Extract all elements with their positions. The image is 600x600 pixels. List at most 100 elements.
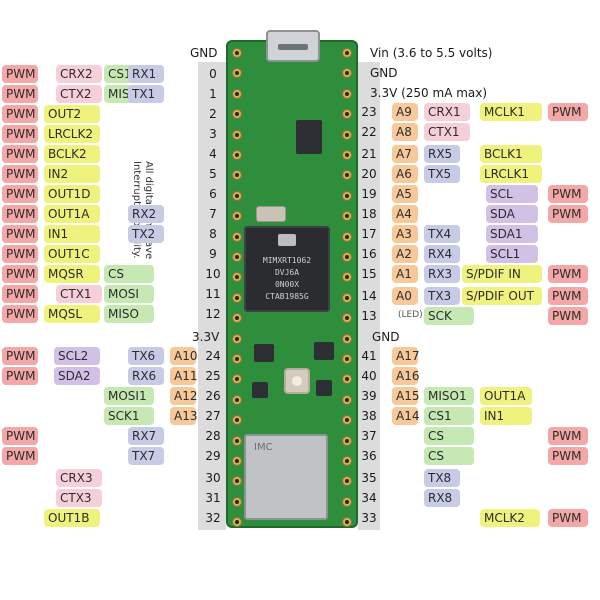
pin-number-13: 13 — [361, 309, 377, 323]
pin-number-21: 21 — [361, 147, 377, 161]
pin-hole — [342, 476, 352, 487]
pin-24-scl2-label: SCL2 — [54, 347, 100, 365]
pin-5-pwm-label: PWM — [2, 165, 38, 183]
pin-17-a3-label: A3 — [392, 225, 418, 243]
pin-hole — [342, 456, 352, 466]
pin-number-5: 5 — [209, 167, 217, 181]
pin-37-cs-label: CS — [424, 427, 474, 445]
pin-33-pwm-label: PWM — [548, 509, 588, 527]
pin-hole — [342, 496, 352, 507]
pin-number-39: 39 — [361, 389, 377, 403]
pin-hole — [232, 272, 242, 283]
pin-number-4: 4 — [209, 147, 217, 161]
pin-23-crx1-label: CRX1 — [424, 103, 470, 121]
pin-hole — [342, 170, 352, 181]
pin-number-12: 12 — [205, 307, 221, 321]
smd-component — [296, 120, 322, 154]
pin-27-a13-label: A13 — [170, 407, 197, 425]
pin-hole — [232, 109, 242, 120]
pin-15-a1-label: A1 — [392, 265, 418, 283]
pin-1-ctx2-label: CTX2 — [56, 85, 102, 103]
pin-11-ctx1-label: CTX1 — [56, 285, 102, 303]
pin-number-24: 24 — [205, 349, 221, 363]
pin-number-28: 28 — [205, 429, 221, 443]
pin-number-40: 40 — [361, 369, 377, 383]
pin-21-bclk1-label: BCLK1 — [480, 145, 542, 163]
pin-hole — [342, 292, 352, 303]
pin-number-14: 14 — [361, 289, 377, 303]
pin-hole — [232, 517, 242, 528]
pin-17-tx4-label: TX4 — [424, 225, 460, 243]
pin-hole — [232, 333, 242, 344]
pin-hole — [232, 68, 242, 79]
pin-32-out1b-label: OUT1B — [44, 509, 100, 527]
pin-35-tx8-label: TX8 — [424, 469, 460, 487]
pin-25-a11-label: A11 — [170, 367, 197, 385]
pin-0-crx2-label: CRX2 — [56, 65, 102, 83]
pin-38-in1-label: IN1 — [480, 407, 532, 425]
pin-number-7: 7 — [209, 207, 217, 221]
pin-14-pwm-label: PWM — [548, 287, 588, 305]
pin-10-pwm-label: PWM — [2, 265, 38, 283]
pin-number-10: 10 — [205, 267, 221, 281]
pin-hole — [342, 272, 352, 283]
pin-38-a14-label: A14 — [392, 407, 419, 425]
pin-8-pwm-label: PWM — [2, 225, 38, 243]
sd-label: IMC — [254, 442, 273, 453]
pin-number-8: 8 — [209, 227, 217, 241]
chip-text-line2: DVJ6A — [274, 268, 300, 277]
program-button — [284, 368, 310, 394]
pin-hole — [232, 354, 242, 364]
pin-number-31: 31 — [205, 491, 221, 505]
pin-19-a5-label: A5 — [392, 185, 418, 203]
pin-hole — [342, 109, 352, 120]
smd-component — [314, 342, 334, 360]
pin-hole — [342, 415, 352, 426]
pin-37-pwm-label: PWM — [548, 427, 588, 445]
pin-3-lrclk2-label: LRCLK2 — [44, 125, 100, 143]
pin-hole — [232, 190, 242, 201]
pin-12-miso-label: MISO — [104, 305, 154, 323]
pin-0-pwm-label: PWM — [2, 65, 38, 83]
pin-2-out2-label: OUT2 — [44, 105, 100, 123]
left-number-column — [198, 62, 226, 530]
pin-19-pwm-label: PWM — [548, 185, 588, 203]
pin-number-18: 18 — [361, 207, 377, 221]
pin-number-25: 25 — [205, 369, 221, 383]
pin-10-cs-label: CS — [104, 265, 154, 283]
pin-hole — [232, 456, 242, 466]
pin-number-9: 9 — [209, 247, 217, 261]
pin-40-a16-label: A16 — [392, 367, 419, 385]
pin-12-pwm-label: PWM — [2, 305, 38, 323]
vin-label: Vin (3.6 to 5.5 volts) — [370, 46, 493, 60]
pin-23-a9-label: A9 — [392, 103, 418, 121]
pin-18-a4-label: A4 — [392, 205, 418, 223]
pin-24-pwm-label: PWM — [2, 347, 38, 365]
pin-29-pwm-label: PWM — [2, 447, 38, 465]
pin-hole — [342, 333, 352, 344]
pin-36-pwm-label: PWM — [548, 447, 588, 465]
pin-number-1: 1 — [209, 87, 217, 101]
pin-hole — [232, 394, 242, 405]
pin-hole — [342, 88, 352, 99]
pin-hole — [232, 496, 242, 507]
chip-text-line1: MIMXRT1062 — [262, 256, 312, 265]
pin-hole — [342, 231, 352, 242]
pin-24-a10-label: A10 — [170, 347, 197, 365]
pin-hole — [232, 231, 242, 242]
gnd-top-label: GND — [190, 46, 218, 60]
pin-14-tx3-label: TX3 — [424, 287, 460, 305]
pin-hole — [232, 252, 242, 262]
pin-5-in2-label: IN2 — [44, 165, 100, 183]
pin-hole — [232, 150, 242, 160]
pin-number-17: 17 — [361, 227, 377, 241]
pin-30-crx3-label: CRX3 — [56, 469, 102, 487]
pin-20-a6-label: A6 — [392, 165, 418, 183]
pin-number-15: 15 — [361, 267, 377, 281]
pin-15-pwm-label: PWM — [548, 265, 588, 283]
pin-26-mosi1-label: MOSI1 — [104, 387, 154, 405]
pin-25-pwm-label: PWM — [2, 367, 38, 385]
pin-number-3: 3 — [209, 127, 217, 141]
crystal-component — [256, 206, 286, 222]
sd-card-slot: IMC — [244, 434, 328, 520]
